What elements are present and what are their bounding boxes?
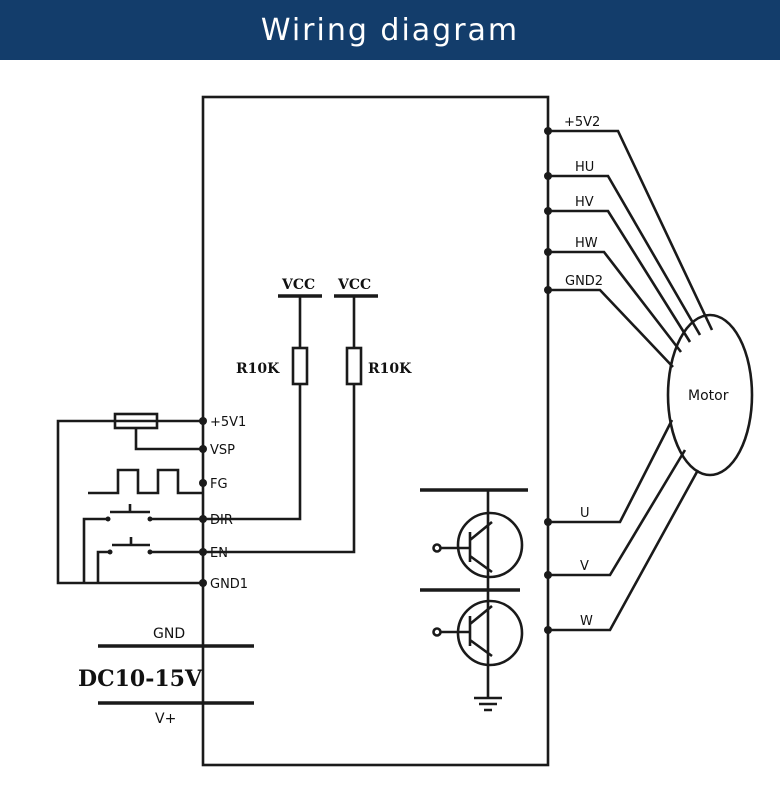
dir-switch-contact-a [105,516,111,522]
transistor-lower-gate [432,627,442,637]
pullup-resistors: VCC R10K VCC R10K [203,277,412,554]
pin-label-hu: HU [575,160,594,175]
hall-wire-gnd2 [548,288,674,368]
resistor-label-2: R10K [368,361,412,377]
motor-circle [666,313,754,477]
motor: Motor [666,313,754,477]
pin-label-u: U [580,506,590,521]
en-switch-contact-b [147,549,153,555]
right-bottom-pins: U V W [544,419,700,634]
ground-symbol [474,690,502,712]
phase-wire-v [548,449,687,577]
fg-pulse-waveform [88,468,203,495]
pin-dot-fg [199,479,207,487]
motor-label: Motor [688,388,729,404]
voltage-label: DC10-15V [78,666,203,692]
vplus-label: V+ [155,711,176,727]
vcc-label-1: VCC [281,277,315,293]
transistor-lower-leads [440,604,493,658]
left-pin-group: +5V1 VSP FG DIR EN GND1 [199,415,248,592]
pot-outer-wire [56,419,203,585]
hall-wire-5v2 [548,129,714,331]
dir-pullup-wire [203,384,302,521]
resistor-2 [345,346,363,386]
resistor-1 [291,346,309,386]
phase-wire-w [548,469,700,632]
pin-label-5v1: +5V1 [210,415,246,430]
dir-switch [82,504,203,583]
pin-label-hw: HW [575,236,598,251]
hall-wire-hw [548,250,683,353]
pin-label-5v2: +5V2 [564,115,600,130]
transistor-upper-gate [432,543,442,553]
en-switch [96,537,203,583]
vcc-label-2: VCC [337,277,371,293]
hall-wire-hv [548,209,692,343]
en-pullup-wire [203,384,356,554]
pin-label-gnd2: GND2 [565,274,603,289]
pin-label-v: V [580,559,589,574]
resistor-label-1: R10K [236,361,280,377]
gnd-power-label: GND [153,626,185,642]
left-external-circuit [56,412,203,585]
pin-label-gnd1: GND1 [210,577,248,592]
right-top-pins: +5V2 HU HV HW GND2 [544,115,714,368]
page-title: Wiring diagram [260,12,520,48]
pin-label-hv: HV [575,195,594,210]
header-banner: Wiring diagram [0,0,780,60]
pin-label-fg: FG [210,477,228,492]
phase-wire-u [548,419,674,524]
transistor-upper-leads [440,520,493,574]
pin-label-vsp: VSP [210,443,235,458]
pot-wiper [134,428,203,451]
power-input: GND DC10-15V V+ [78,626,254,727]
dir-switch-contact-b [147,516,153,522]
pin-label-w: W [580,614,593,629]
transistor-upper [456,511,524,579]
pin-label-dir: DIR [210,513,233,528]
transistor-stage [420,488,528,712]
en-switch-contact-a [107,549,113,555]
controller-box [201,95,550,767]
hall-wire-hu [548,174,702,336]
pin-label-en: EN [210,546,228,561]
